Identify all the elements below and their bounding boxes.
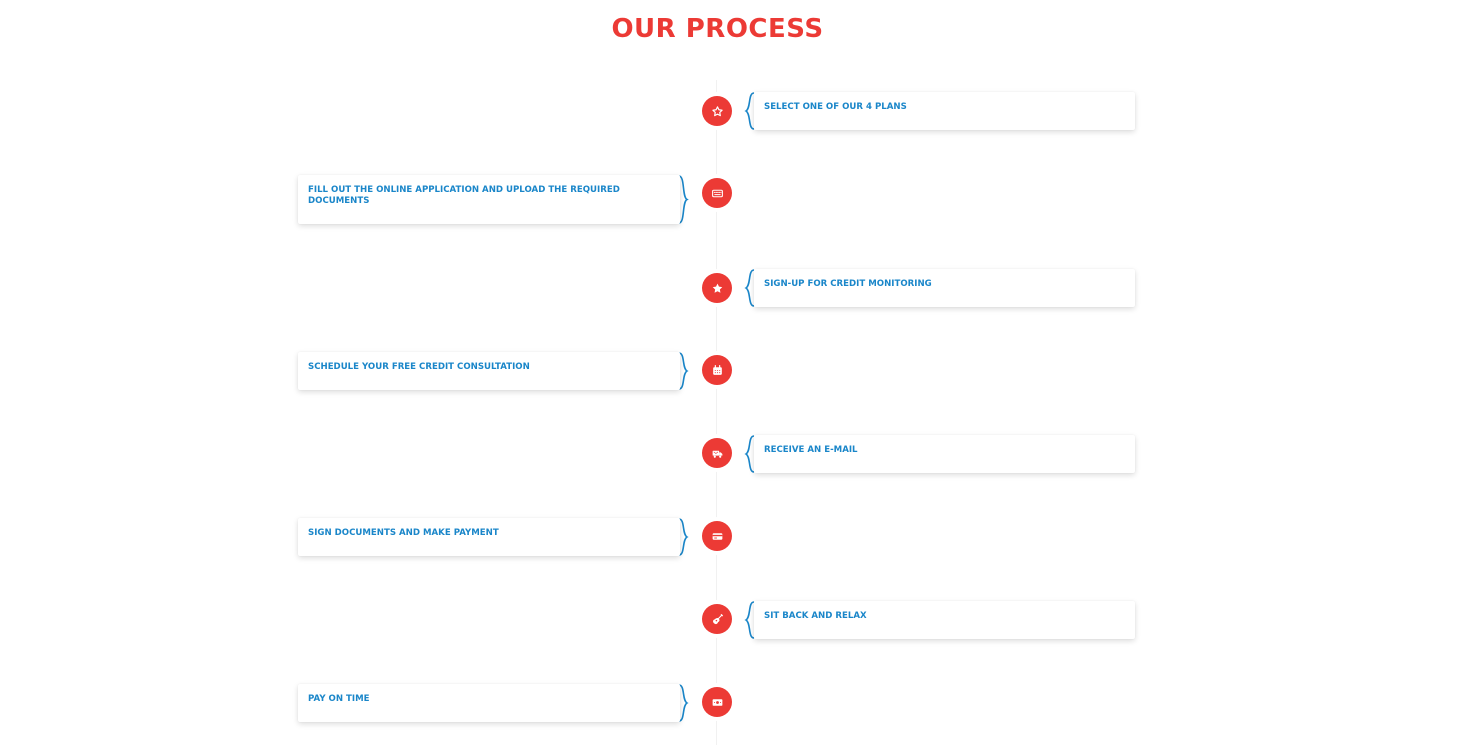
timeline-line <box>716 80 717 745</box>
step-label: FILL OUT THE ONLINE APPLICATION AND UPLO… <box>308 185 620 206</box>
step-label: PAY ON TIME <box>308 694 370 704</box>
bracket-connector <box>678 518 689 556</box>
step-label: RECEIVE AN E-MAIL <box>764 445 858 455</box>
step-label: SIGN-UP FOR CREDIT MONITORING <box>764 279 932 289</box>
bracket-connector <box>744 435 755 473</box>
keyboard-icon <box>702 178 732 208</box>
bracket-connector <box>678 684 689 722</box>
star-outline-icon <box>702 96 732 126</box>
step-label: SCHEDULE YOUR FREE CREDIT CONSULTATION <box>308 362 530 372</box>
credit-card-icon <box>702 521 732 551</box>
step-card: SIT BACK AND RELAX <box>754 601 1135 639</box>
mail-truck-icon <box>702 438 732 468</box>
money-icon <box>702 687 732 717</box>
step-card: PAY ON TIME <box>298 684 680 722</box>
calendar-icon <box>702 355 732 385</box>
step-card: FILL OUT THE ONLINE APPLICATION AND UPLO… <box>298 175 680 224</box>
step-card: SIGN DOCUMENTS AND MAKE PAYMENT <box>298 518 680 556</box>
step-label: SIT BACK AND RELAX <box>764 611 867 621</box>
step-card: SCHEDULE YOUR FREE CREDIT CONSULTATION <box>298 352 680 390</box>
step-card: RECEIVE AN E-MAIL <box>754 435 1135 473</box>
star-icon <box>702 273 732 303</box>
step-card: SIGN-UP FOR CREDIT MONITORING <box>754 269 1135 307</box>
guitar-icon <box>702 604 732 634</box>
bracket-connector <box>678 175 689 224</box>
step-label: SELECT ONE OF OUR 4 PLANS <box>764 102 907 112</box>
step-card: SELECT ONE OF OUR 4 PLANS <box>754 92 1135 130</box>
bracket-connector <box>744 92 755 130</box>
bracket-connector <box>744 601 755 639</box>
section-title: OUR PROCESS <box>611 14 824 44</box>
bracket-connector <box>678 352 689 390</box>
bracket-connector <box>744 269 755 307</box>
step-label: SIGN DOCUMENTS AND MAKE PAYMENT <box>308 528 499 538</box>
